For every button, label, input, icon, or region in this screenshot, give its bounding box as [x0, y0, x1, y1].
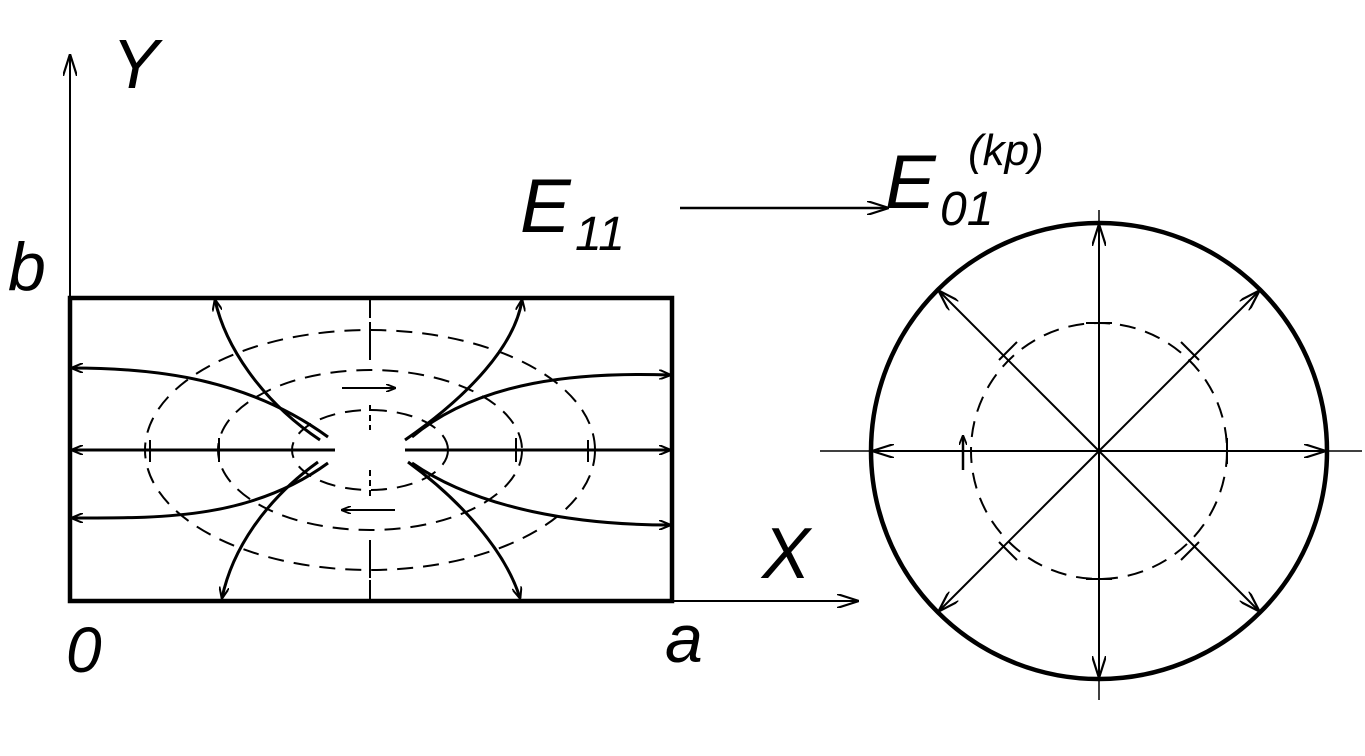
origin-label: 0	[66, 614, 102, 686]
circ-mode-superscript: (kp)	[968, 126, 1044, 175]
radial-crossing-marks	[998, 322, 1228, 580]
loop-direction-marks	[149, 298, 589, 601]
rect-mode-letter: E	[520, 164, 572, 249]
b-label: b	[8, 229, 46, 305]
x-axis-label: X	[760, 514, 813, 594]
a-label: a	[665, 601, 703, 677]
radial-field-lines	[873, 225, 1325, 677]
rectangular-waveguide: Y X 0 a b	[8, 25, 858, 686]
y-axis-label: Y	[112, 25, 163, 103]
electric-field-lines	[72, 300, 670, 598]
rect-mode-subscript: 11	[575, 208, 625, 261]
circ-mode-subscript: 01	[940, 183, 993, 236]
circ-mode-letter: E	[885, 140, 937, 225]
circular-cross-section	[868, 220, 1330, 682]
circular-waveguide	[820, 210, 1362, 700]
mode-transition: E 11 E 01 (kp)	[520, 126, 1044, 261]
